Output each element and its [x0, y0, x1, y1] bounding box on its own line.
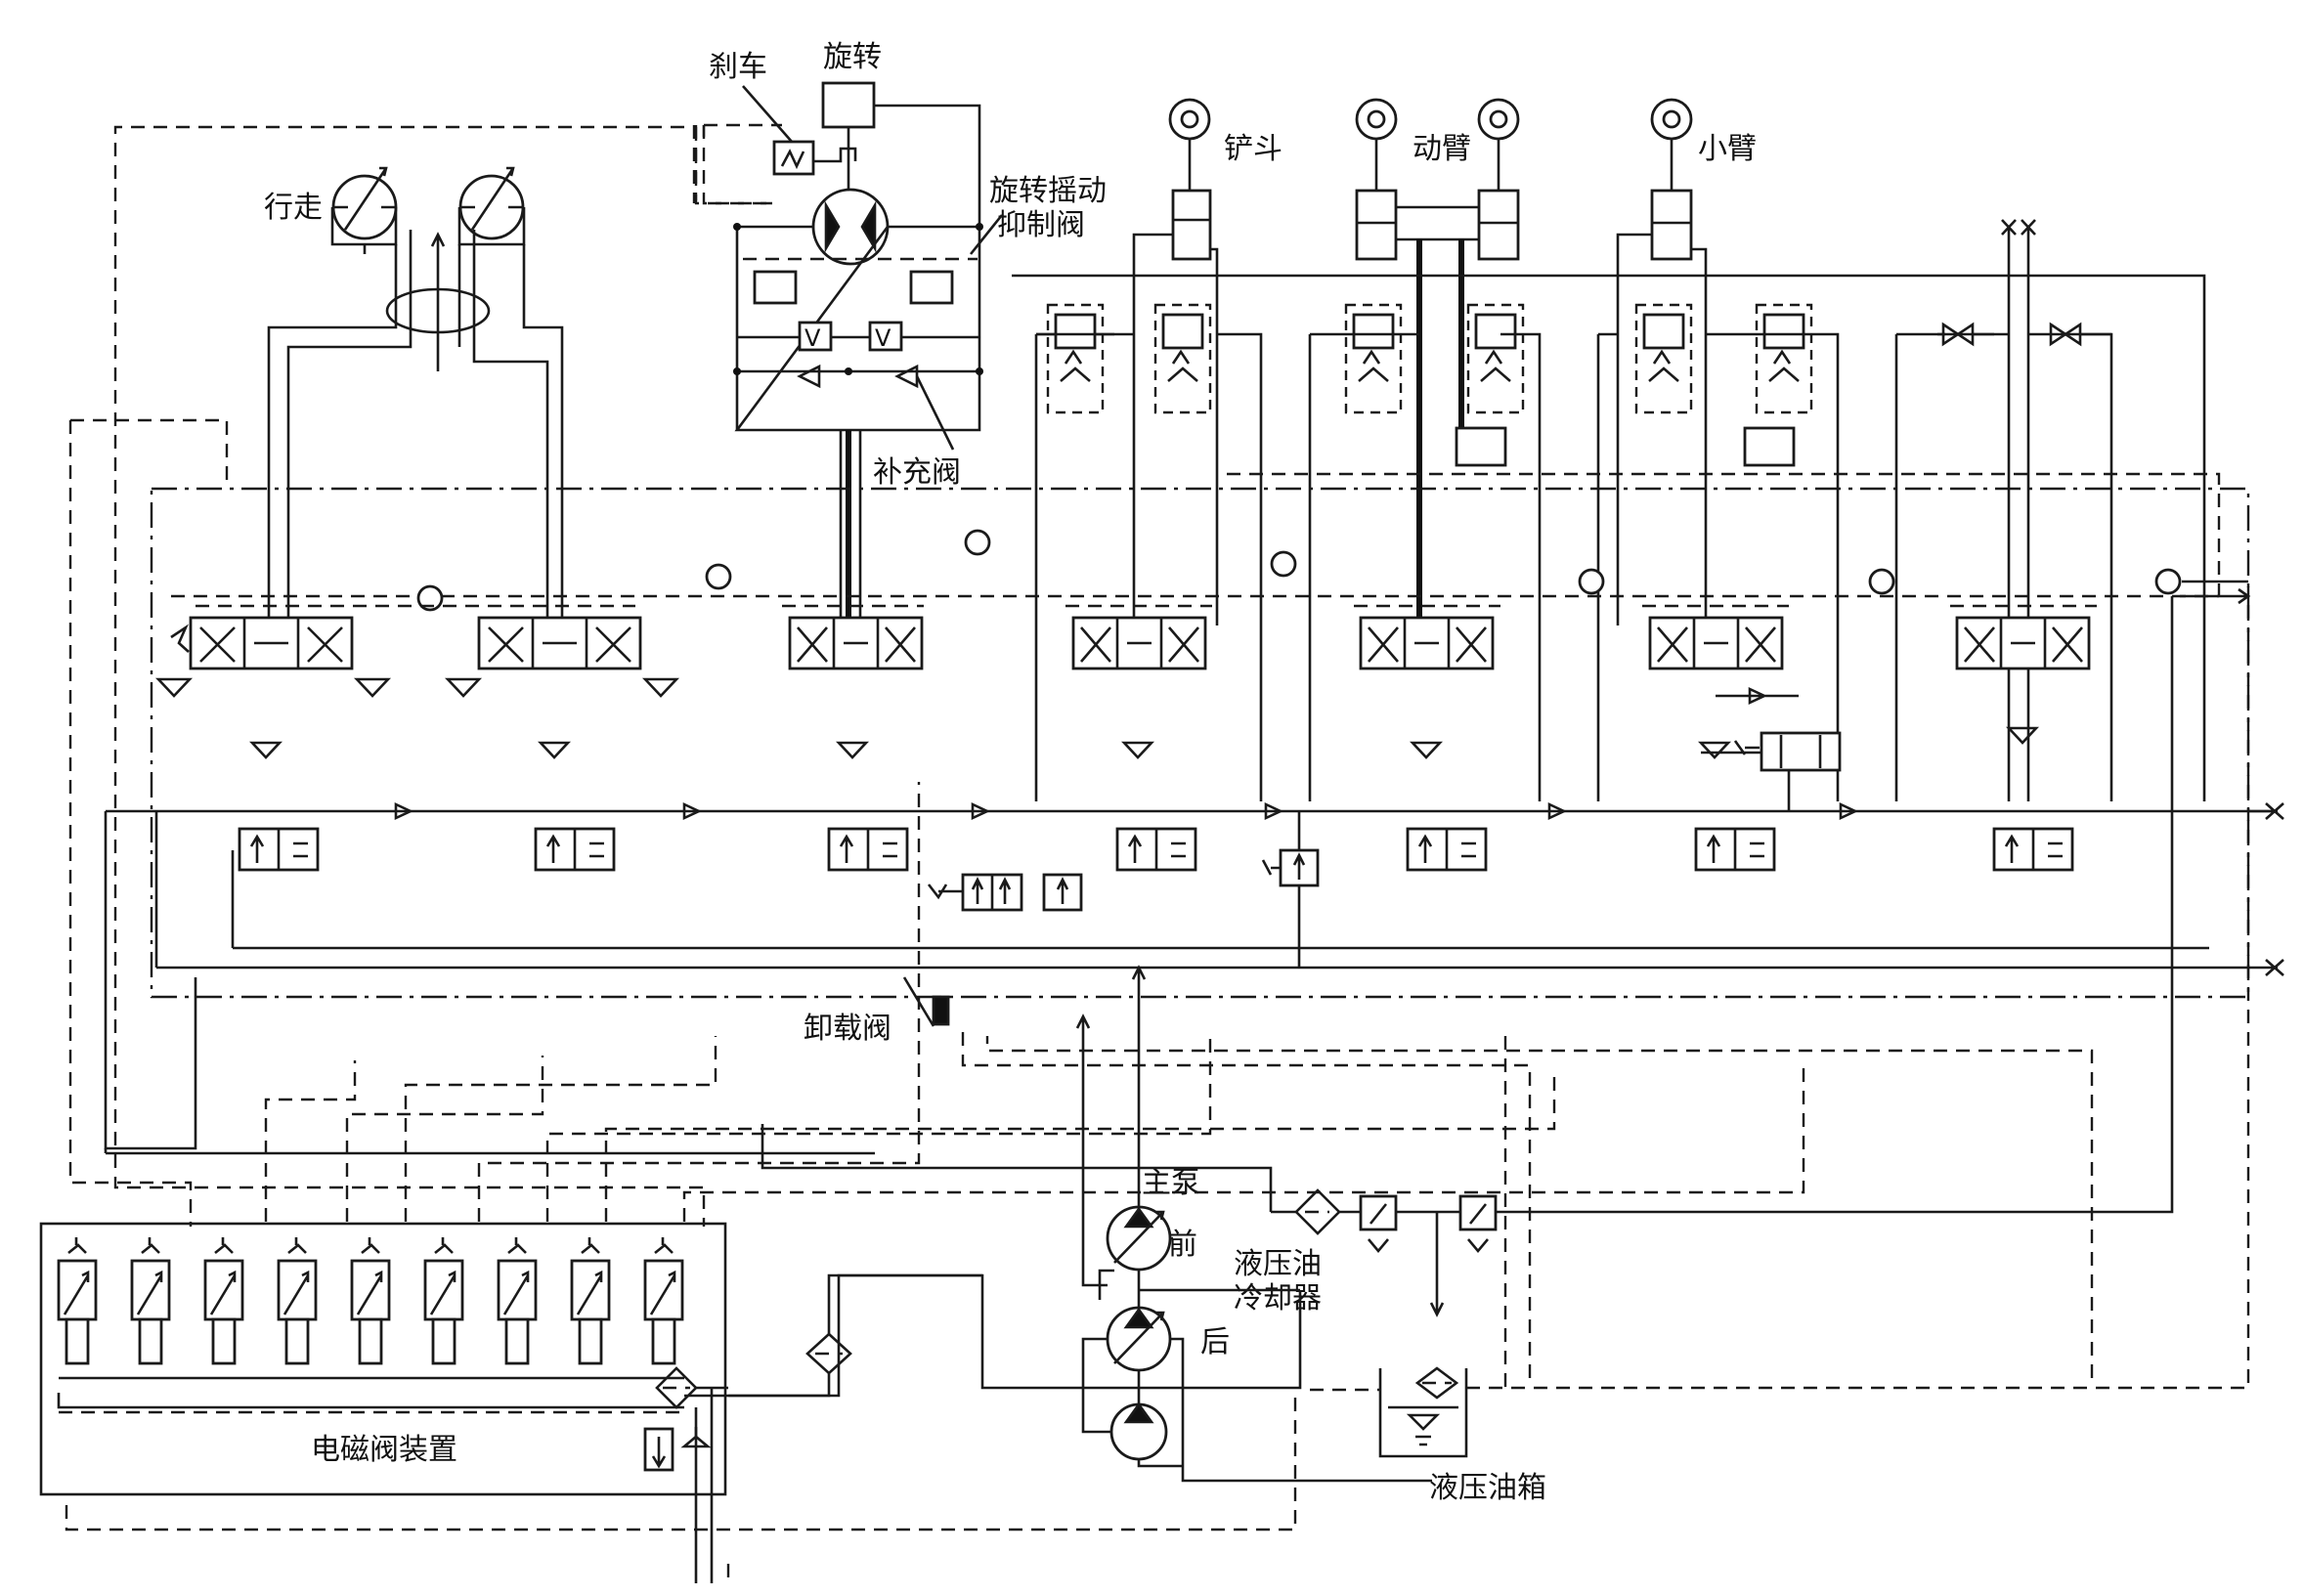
travel-motors — [267, 166, 564, 625]
port-relief-valves — [1034, 303, 1840, 801]
svg-text:V: V — [804, 324, 821, 352]
main-pump-rear — [1106, 1306, 1172, 1372]
arm-regen-valve — [1716, 686, 1842, 772]
pump-lines — [684, 965, 1432, 1483]
spool-check-valves — [154, 677, 2039, 759]
pilot-pump — [1109, 1402, 1168, 1461]
arm-cylinder — [1616, 98, 1708, 625]
main-pump-front — [1106, 1205, 1172, 1272]
pilot-return-line — [150, 487, 2250, 999]
label-unload-valve: 卸载阀 — [804, 1012, 891, 1046]
bucket-cylinder — [1132, 98, 1219, 625]
label-solenoid-unit: 电磁阀装置 — [311, 1433, 457, 1467]
label-boom: 动臂 — [1413, 132, 1471, 166]
label-oil-cooler-1: 液压油 — [1234, 1247, 1322, 1281]
boom-cylinders — [1355, 98, 1520, 625]
shuttle-valves — [416, 529, 2182, 612]
solenoid-valve-unit — [39, 1222, 982, 1583]
label-main-pump: 主泵 — [1142, 1166, 1200, 1200]
label-pump-rear: 后 — [1200, 1325, 1230, 1359]
label-oil-tank: 液压油箱 — [1429, 1471, 1546, 1505]
label-makeup-valve: 补充阀 — [873, 455, 961, 490]
label-arm: 小臂 — [1698, 132, 1757, 166]
control-valve-bank — [170, 604, 2097, 670]
pressure-compensator-row — [238, 827, 2074, 872]
label-travel: 行走 — [264, 191, 323, 225]
label-brake: 刹车 — [709, 50, 767, 84]
svg-text:V: V — [875, 324, 891, 352]
unload-valve — [902, 811, 1320, 1027]
label-swing-damper-valve-1: 旋转摇动 — [989, 174, 1107, 208]
label-oil-cooler-2: 冷却器 — [1234, 1281, 1322, 1316]
swing-motor-group: V V — [692, 81, 1004, 625]
label-bucket: 铲斗 — [1224, 132, 1282, 166]
service-ports — [1012, 219, 2206, 801]
label-pump-front: 前 — [1168, 1228, 1197, 1262]
label-swing-damper-valve-2: 抑制阀 — [997, 208, 1085, 242]
oil-tank — [1310, 586, 2250, 1458]
pilot-harness — [65, 125, 2094, 1531]
oil-cooler-group — [761, 596, 2174, 1317]
label-swing: 旋转 — [823, 40, 882, 74]
